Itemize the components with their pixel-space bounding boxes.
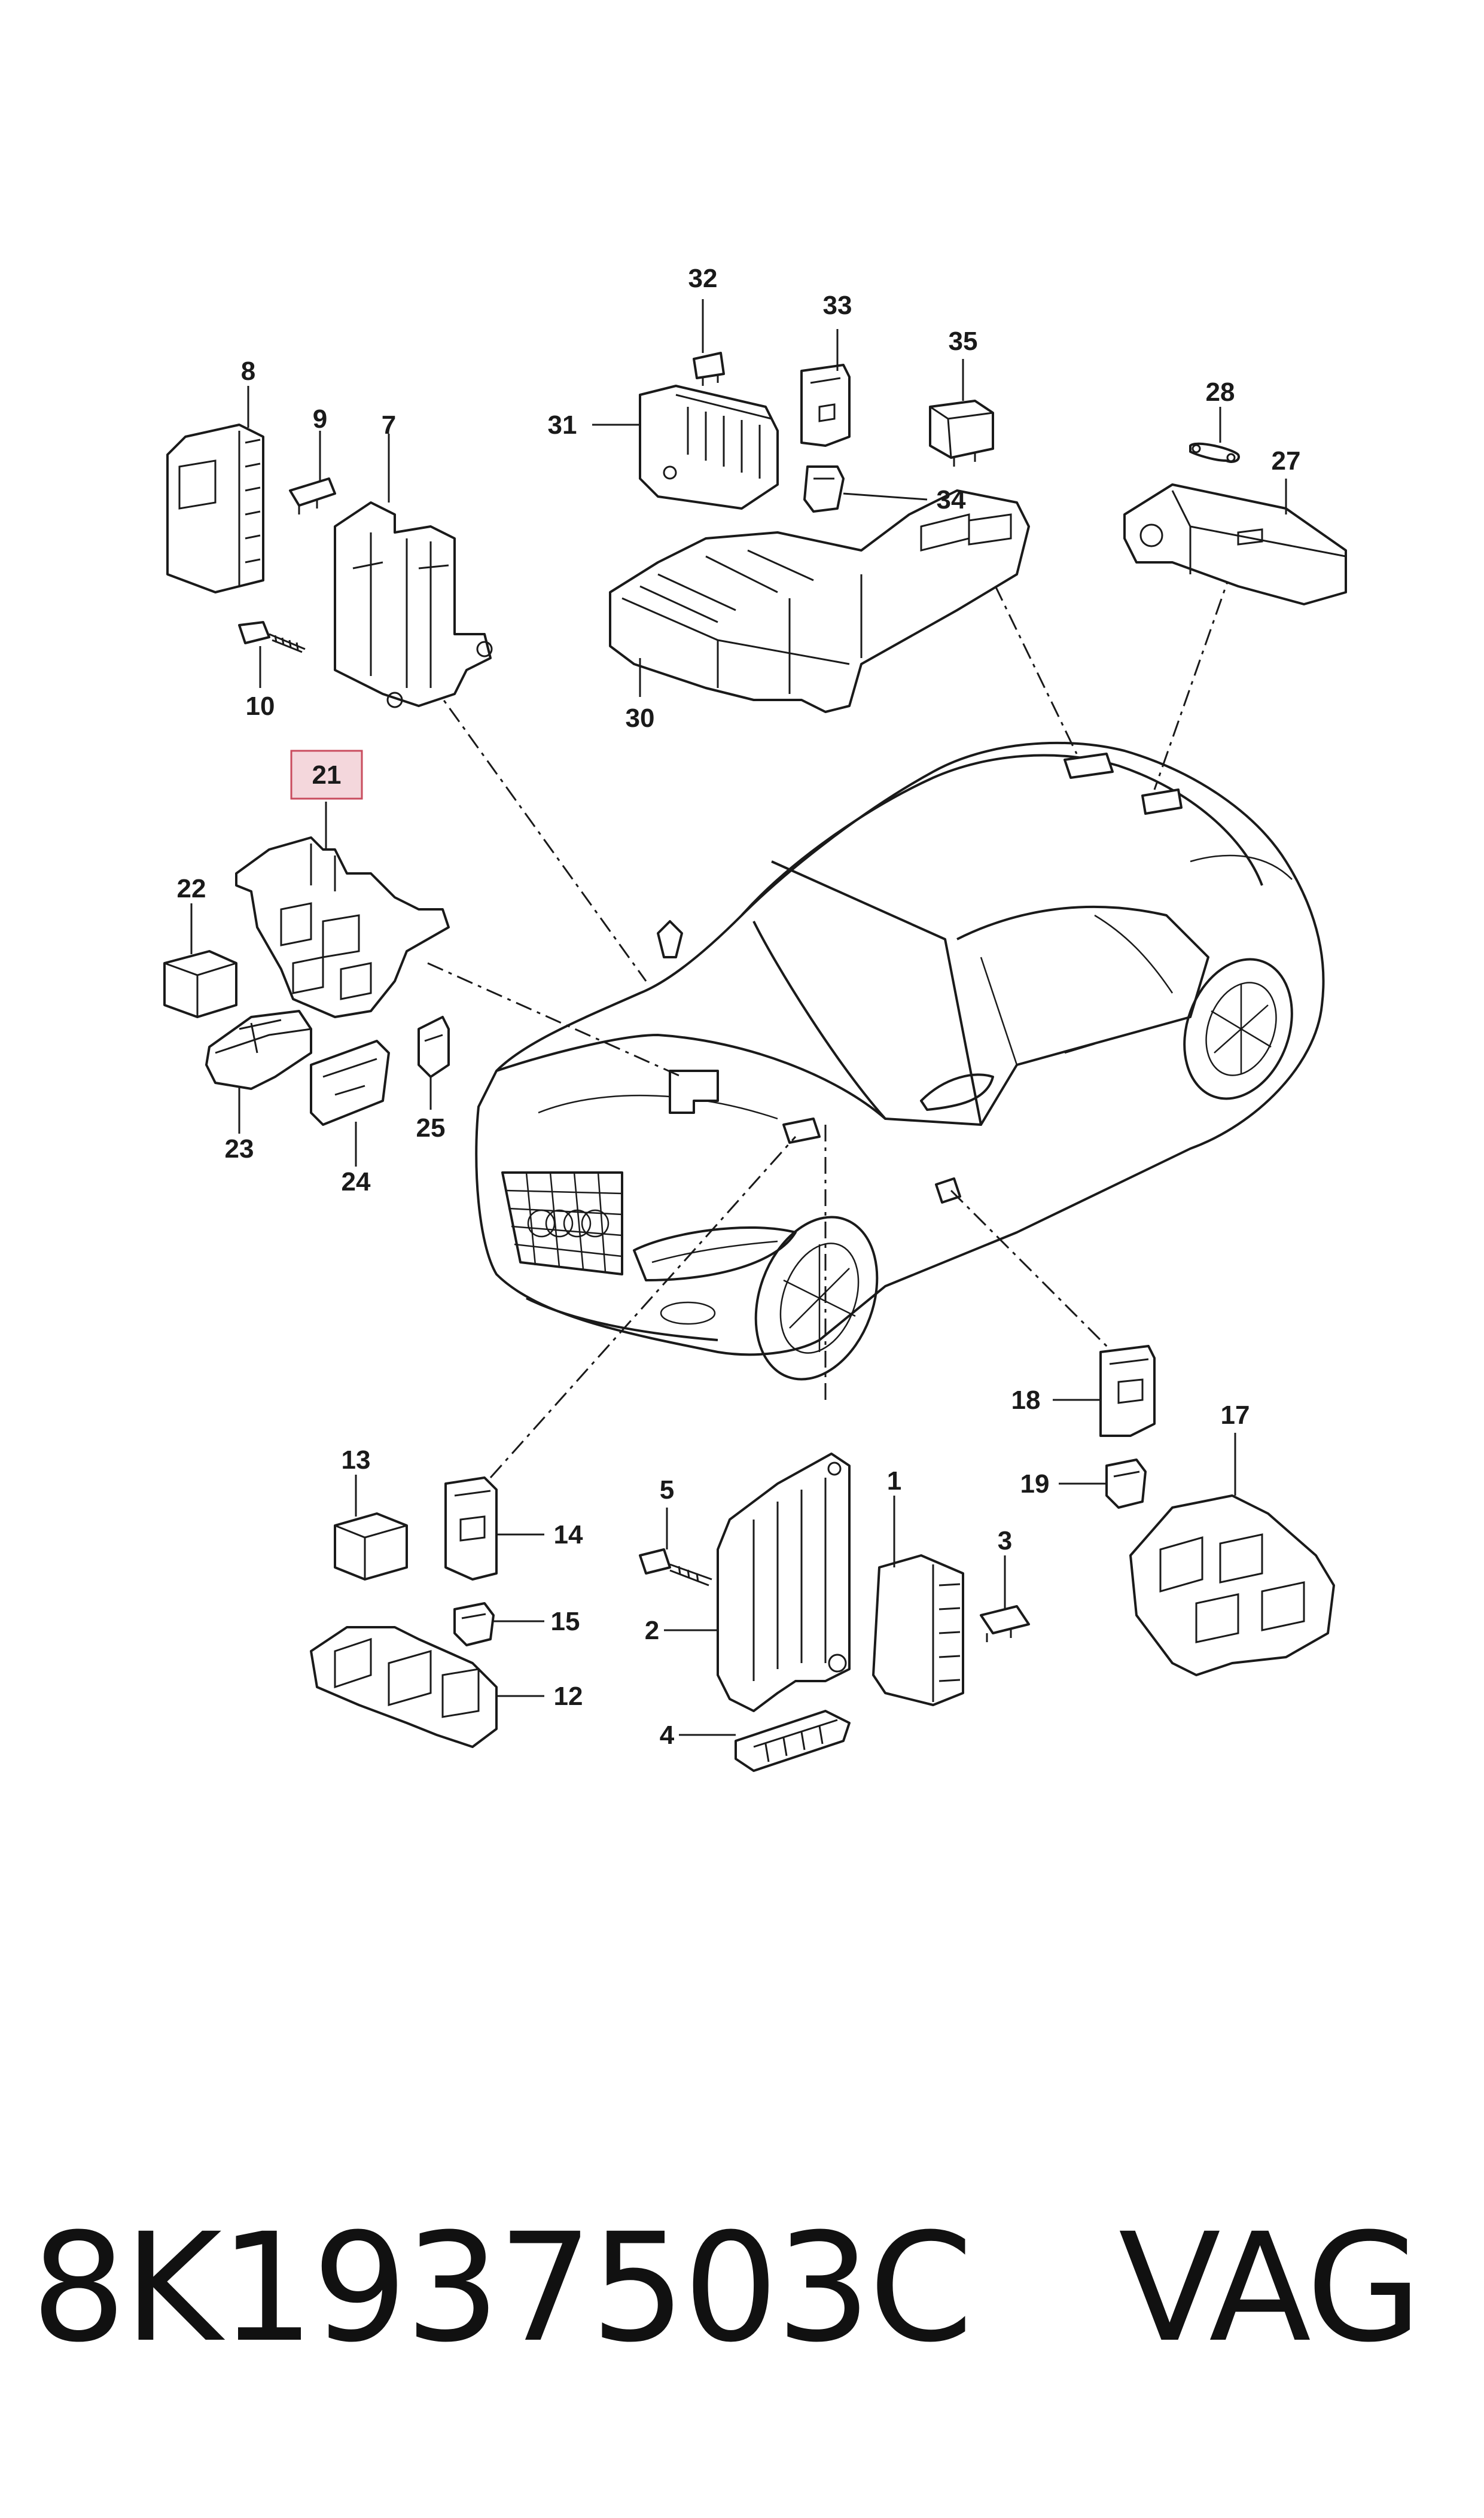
callout-9: 9 (313, 404, 327, 434)
callout-3: 3 (998, 1526, 1012, 1555)
location-leaders (427, 556, 1233, 1479)
part-24 (310, 1040, 390, 1126)
part-7 (334, 501, 493, 708)
part-5 (639, 1548, 712, 1587)
part-8 (166, 424, 264, 593)
part-4 (735, 1710, 851, 1772)
part-32 (693, 352, 725, 386)
part-3 (980, 1605, 1030, 1642)
callout-18: 18 (1011, 1386, 1041, 1415)
part-15 (453, 1602, 495, 1646)
part-13 (334, 1512, 408, 1581)
callout-35: 35 (949, 327, 978, 356)
callout-21: 21 (312, 760, 342, 790)
front-wheel (754, 1216, 879, 1381)
callout-27: 27 (1272, 446, 1301, 476)
callout-labels: 21 8 9 7 10 32 31 33 34 35 30 28 27 22 2… (177, 264, 1301, 1750)
part-14 (444, 1476, 498, 1581)
part-27 (1123, 483, 1347, 605)
callout-24: 24 (342, 1167, 371, 1196)
callout-8: 8 (241, 357, 255, 386)
part-2 (717, 1453, 851, 1712)
callout-5: 5 (660, 1475, 674, 1505)
callout-17: 17 (1221, 1400, 1250, 1430)
callout-10: 10 (246, 692, 275, 721)
part-19 (1105, 1459, 1147, 1509)
part-10 (238, 621, 306, 653)
part-1 (872, 1554, 964, 1706)
callout-33: 33 (823, 291, 852, 320)
highlight-box (290, 750, 363, 800)
callout-4: 4 (660, 1721, 675, 1750)
callout-1: 1 (887, 1466, 901, 1496)
part-12 (310, 1626, 498, 1748)
part-number: 8K1937503C (31, 2201, 973, 2375)
part-25 (418, 1016, 450, 1078)
callout-25: 25 (416, 1113, 446, 1143)
callout-leaders (190, 299, 1287, 1736)
part-31 (639, 385, 779, 510)
car-illustration (475, 741, 1325, 1381)
part-23 (205, 1010, 312, 1090)
brand-label: VAG (1119, 2201, 1422, 2375)
part-34 (803, 465, 845, 513)
callout-12: 12 (554, 1682, 583, 1711)
callout-7: 7 (382, 410, 396, 440)
parts-diagram: 21 8 9 7 10 32 31 33 34 35 30 28 27 22 2… (163, 264, 1347, 1772)
callout-15: 15 (551, 1607, 580, 1636)
part-18 (1099, 1345, 1156, 1437)
callout-13: 13 (342, 1445, 371, 1475)
audi-rings-logo (527, 1209, 610, 1238)
part-35 (929, 400, 994, 467)
callout-2: 2 (645, 1616, 659, 1645)
callout-14: 14 (554, 1520, 583, 1549)
callout-32: 32 (688, 264, 718, 293)
part-28 (1189, 442, 1240, 463)
part-30 (609, 489, 1030, 713)
callout-34: 34 (937, 485, 966, 514)
part-21 (235, 836, 450, 1018)
callout-30: 30 (626, 704, 655, 733)
part-9 (289, 477, 336, 514)
callout-19: 19 (1020, 1469, 1050, 1499)
rear-wheel (1183, 958, 1293, 1100)
callout-28: 28 (1206, 377, 1235, 407)
part-22 (163, 950, 237, 1018)
part-33 (800, 364, 851, 447)
part-17 (1129, 1494, 1335, 1676)
callout-23: 23 (225, 1134, 254, 1164)
callout-31: 31 (548, 410, 577, 440)
callout-22: 22 (177, 874, 206, 903)
